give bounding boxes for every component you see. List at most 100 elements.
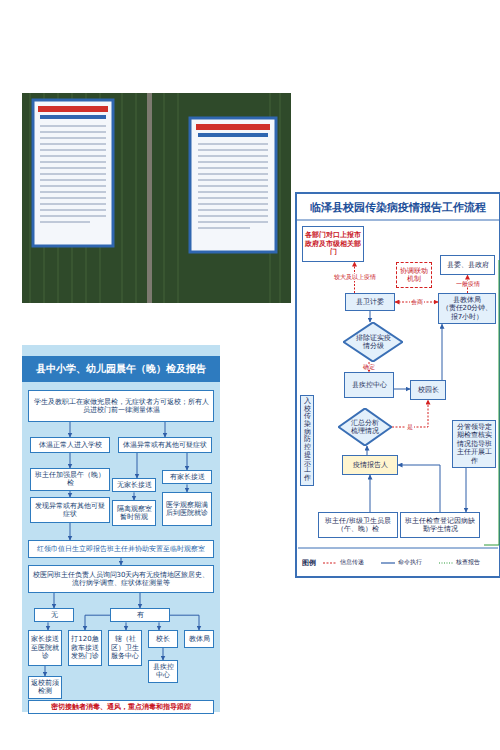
node-text: 体温异常或有其他可疑症状 [123,441,207,449]
branch-box: 无 [34,608,74,622]
legend-item: 命令执行 [380,558,422,567]
connector [370,475,371,512]
process-box: 有家长接送 [162,470,212,484]
process-box: 校园长 [410,380,446,400]
process-box: 隔离观察室暂时留观 [112,500,156,526]
connector [70,453,71,468]
process-box: 班主任/班级卫生员晨（午、晚）检 [318,512,398,538]
node-text: 各部门对口上报市政府及市级相关部门 [305,231,361,256]
node-text: 校长 [156,635,170,643]
edge-label: 确定 [362,364,376,371]
band-box: 密切接触者消毒、通风，重点消毒和指导跟踪 [28,700,214,714]
node-text: 县卫计委 [356,298,384,306]
node-note: （责任20分钟、报7小时） [441,304,493,321]
poster-heading-band [22,356,220,382]
node-text: 教体局 [189,635,210,643]
poster-rule [296,220,500,221]
legend-sample [438,560,454,566]
connector [367,446,368,455]
branch-box: 有 [110,608,170,622]
connector [70,422,71,437]
process-box: 县疾控中心 [148,660,178,683]
poster-ground [296,193,500,577]
connector [163,648,164,660]
node-text: 红领巾值日生立即报告班主任并协助安置至临时观察室 [37,545,205,553]
process-box: 班主任加强晨午（晚）检 [30,468,110,491]
process-box: 班主任检查登记因病缺勤学生情况 [400,512,480,538]
side-box: 入校传染病防控提示工作 [300,395,314,486]
connector [134,492,135,500]
connector [394,389,410,390]
legend-heading: 图例 [302,558,316,568]
intro-box: 学生及教职工在家做完晨检，无症状者方可返校；所有人员进校门前一律测量体温 [28,390,214,422]
node-text: 发现异常或有其他可疑症状 [33,502,107,519]
decision-diamond: 排除证实疫情分级 [343,322,403,362]
node-text: 疫情报告人 [353,461,388,469]
connector [370,311,371,322]
node-text: 辖（社区）卫生服务中心 [111,635,139,660]
node-text: 校医同班主任负责人员询问30天内有无疫情地区旅居史、流行病学调查、症状体征测量等 [31,571,211,588]
process-box: 教体局 [184,630,214,648]
node-text: 学生及教职工在家做完晨检，无症状者方可返校；所有人员进校门前一律测量体温 [31,398,211,415]
process-box: 家长接送至医院就诊 [28,630,62,666]
node-text: 班主任检查登记因病缺勤学生情况 [403,517,477,534]
connector [466,468,467,512]
connector [126,622,127,630]
legend-sample [380,560,396,566]
node-text: 隔离观察室暂时留观 [115,505,153,522]
pole [147,93,152,303]
poster-right [190,118,276,252]
legend-text: 核查报告 [456,558,480,567]
photo-ground [22,93,291,303]
node-text: 医学观察期满后到医院就诊 [165,501,209,518]
node-text: 入校传染病防控提示工作 [304,398,311,483]
legend-text: 命令执行 [398,558,422,567]
node-text: 县教体局 [453,296,481,304]
node-text: 排除证实疫情分级 [355,334,391,351]
grass-texture [30,93,280,303]
legend-sample [322,560,338,566]
connector [121,558,122,565]
process-box: 县疾控中心 [344,372,394,398]
process-box: 辖（社区）卫生服务中心 [108,630,142,666]
process-box: 分管领导定期检查核实情况指导班主任开展工作 [452,420,496,468]
node-text: 体温正常人进入学校 [39,441,102,449]
process-box: 体温异常或有其他可疑症状 [118,437,212,453]
connector [140,593,141,608]
node-text: 县委、县政府 [447,261,489,269]
process-box: 县委、县政府 [440,255,495,275]
reporter-box: 疫情报告人 [342,455,398,475]
connector [70,523,71,540]
node-text: 无家长接送 [117,481,152,489]
node-text: 分管领导定期检查核实情况指导班主任开展工作 [455,423,493,465]
legend-text: 信息传递 [340,558,364,567]
band-box: 红领巾值日生立即报告班主任并协助安置至临时观察室 [28,540,214,558]
connector [137,453,138,478]
connector [187,484,188,492]
legend-item: 核查报告 [438,558,480,567]
connector [442,324,443,380]
connector [159,622,160,630]
connector [54,593,55,608]
node-text: 协调联动机制 [399,267,429,284]
process-box: 县教体局（责任20分钟、报7小时） [438,293,496,324]
process-box: 体温正常人进入学校 [30,437,110,453]
process-box: 打120急救车接送发热门诊 [68,630,102,666]
node-text: 无 [51,611,58,619]
poster-rule [298,548,498,549]
connector [187,453,188,470]
edge-label: 较大及以上疫情 [333,274,377,281]
connector [398,465,440,512]
poster-title: 临泽县校园传染病疫情报告工作流程 [298,200,498,215]
poster-left [33,100,113,246]
process-box: 医学观察期满后到医院就诊 [162,492,212,526]
legend-item: 信息传递 [322,558,364,567]
edge-label: 是 [406,424,414,431]
connector [45,666,46,676]
node-text: 校园长 [418,386,439,394]
node-text: 打120急救车接送发热门诊 [71,635,99,660]
node-text: 班主任/班级卫生员晨（午、晚）检 [321,517,395,534]
connector [48,622,49,630]
connector [165,422,166,437]
report-box: 各部门对口上报市政府及市级相关部门 [302,226,364,262]
